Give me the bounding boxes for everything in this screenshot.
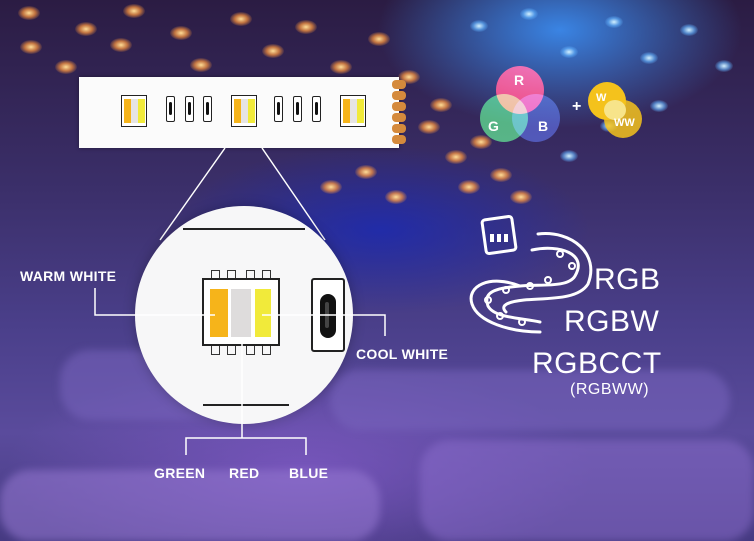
strip-resistor xyxy=(166,96,175,122)
strip-resistor xyxy=(203,96,212,122)
strip-resistor xyxy=(293,96,302,122)
rgb-venn-diagram: R G B xyxy=(476,66,566,148)
strip-resistor xyxy=(185,96,194,122)
type-rgbcct: RGBCCT xyxy=(532,347,662,380)
label-green: GREEN xyxy=(154,465,206,481)
led-strip-icon xyxy=(469,214,593,334)
strip-led-chip xyxy=(119,91,149,131)
label-warm-white: WARM WHITE xyxy=(20,268,117,284)
label-blue: BLUE xyxy=(289,465,329,481)
label-cool-white: COOL WHITE xyxy=(356,346,449,362)
white-venn-diagram: W WW xyxy=(588,82,648,142)
label-red: RED xyxy=(229,465,260,481)
plus-sign: + xyxy=(572,98,582,115)
type-rgbww: (RGBWW) xyxy=(570,381,650,398)
strip-led-chip xyxy=(338,91,368,131)
strip-solder-pads xyxy=(392,80,406,144)
strip-resistor xyxy=(274,96,283,122)
type-rgbw: RGBW xyxy=(564,305,660,338)
magnified-smd-chip xyxy=(202,270,280,355)
strip-resistor xyxy=(312,96,321,122)
type-rgb: RGB xyxy=(594,263,661,296)
strip-led-chip xyxy=(229,91,259,131)
